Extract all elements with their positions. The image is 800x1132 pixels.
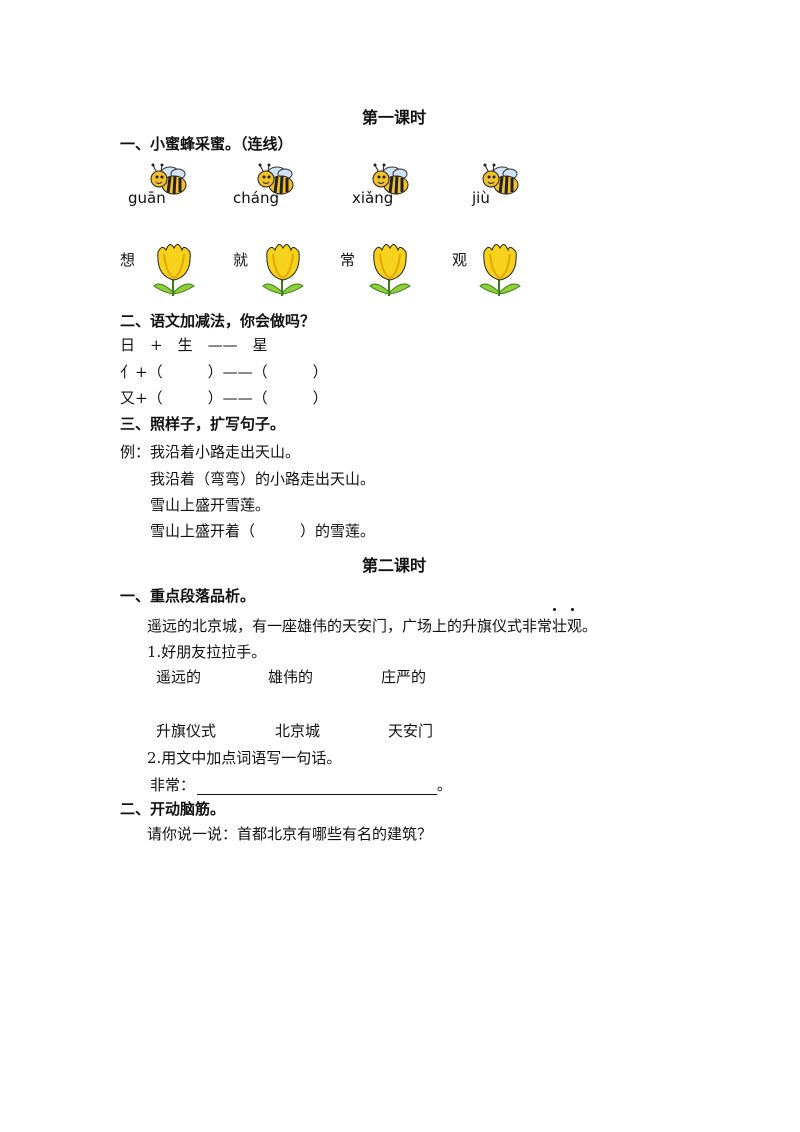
bee-icon (150, 163, 187, 195)
section-passage-heading: 一、重点段落品析。 (120, 587, 256, 605)
pinyin-label: cháng (233, 189, 279, 207)
bee-item-1[interactable]: guān (128, 163, 208, 213)
fill-line: 非常： 。 (150, 774, 452, 795)
emphasis-dot (571, 608, 574, 611)
flower-icon (262, 244, 304, 296)
bee-icon (372, 163, 409, 195)
flower-item-4[interactable]: 观 (452, 240, 542, 300)
fill-label: 非常： (150, 776, 196, 794)
math-row-2[interactable]: 又+（ ）——（ ） (120, 389, 328, 407)
question-1: 1.好朋友拉拉手。 (147, 643, 267, 661)
bee-item-2[interactable]: cháng (233, 163, 313, 213)
example-sentence: 例：我沿着小路走出天山。 (120, 443, 301, 461)
bee-icon (257, 163, 294, 195)
flower-icon (369, 244, 411, 296)
section-think-heading: 二、开动脑筋。 (120, 800, 226, 818)
section-expand-heading: 三、照样子，扩写句子。 (120, 415, 286, 433)
hanzi-label: 想 (120, 251, 136, 269)
bee-item-4[interactable]: jiù (472, 163, 552, 213)
match-word-top-2[interactable]: 雄伟的 (268, 668, 314, 686)
flower-icon (153, 244, 195, 296)
example-expanded: 我沿着（弯弯）的小路走出天山。 (150, 470, 376, 488)
match-word-bottom-3[interactable]: 天安门 (388, 722, 434, 740)
bee-item-3[interactable]: xiǎng (352, 163, 432, 213)
match-word-top-3[interactable]: 庄严的 (381, 668, 427, 686)
section-math-heading: 二、语文加减法，你会做吗？ (120, 312, 316, 330)
match-word-bottom-2[interactable]: 北京城 (275, 722, 321, 740)
section-bee-heading: 一、小蜜蜂采蜜。（连线） (120, 135, 293, 153)
emphasis-dot (553, 608, 556, 611)
pinyin-label: jiù (472, 189, 490, 207)
hanzi-label: 观 (452, 251, 468, 269)
fill-blank-input[interactable] (197, 778, 438, 795)
flower-item-2[interactable]: 就 (233, 240, 323, 300)
flower-icon (479, 244, 521, 296)
task-sentence: 雪山上盛开雪莲。 (150, 496, 271, 514)
flower-item-1[interactable]: 想 (120, 240, 210, 300)
match-word-top-1[interactable]: 遥远的 (156, 668, 202, 686)
question-2: 2.用文中加点词语写一句话。 (147, 749, 342, 767)
lesson2-title: 第二课时 (362, 556, 427, 575)
think-question: 请你说一说：首都北京有哪些有名的建筑？ (147, 825, 433, 843)
pinyin-label: guān (128, 189, 166, 207)
match-word-bottom-1[interactable]: 升旗仪式 (156, 722, 217, 740)
hanzi-label: 就 (233, 251, 249, 269)
flower-item-3[interactable]: 常 (340, 240, 430, 300)
task-fill-sentence[interactable]: 雪山上盛开着（ ）的雪莲。 (150, 522, 376, 540)
bee-icon (482, 163, 519, 195)
pinyin-label: xiǎng (352, 189, 394, 207)
fill-end: 。 (437, 776, 453, 794)
lesson1-title: 第一课时 (362, 108, 427, 127)
passage-text: 遥远的北京城，有一座雄伟的天安门，广场上的升旗仪式非常壮观。 (147, 617, 598, 635)
math-row-1[interactable]: 亻+（ ）——（ ） (120, 363, 328, 381)
hanzi-label: 常 (340, 251, 356, 269)
math-row-example: 日 + 生 —— 星 (120, 336, 268, 354)
